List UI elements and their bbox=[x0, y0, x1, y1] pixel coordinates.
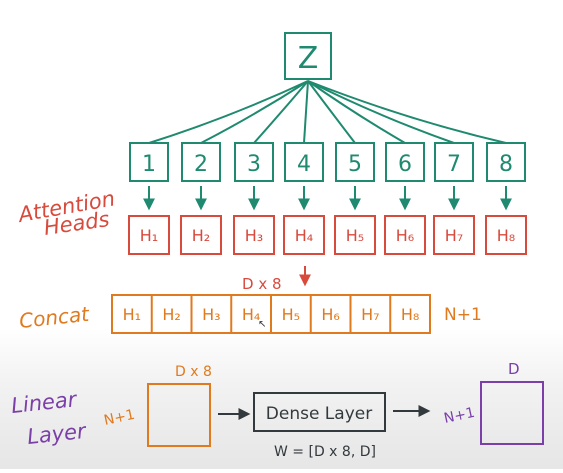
concat-shape-label: D x 8 bbox=[242, 275, 282, 293]
head-box-4 bbox=[284, 142, 324, 182]
head-box-6 bbox=[385, 142, 425, 182]
head-output-box-6 bbox=[384, 215, 426, 255]
head-box-8 bbox=[486, 142, 526, 182]
concat-cell-3: H₃ bbox=[202, 305, 220, 324]
attention-heads-label: Attention Heads bbox=[15, 186, 117, 240]
linear-input-matrix: D x 8 N+1 bbox=[103, 364, 212, 447]
connector-line bbox=[307, 80, 507, 144]
connector-line bbox=[148, 80, 309, 144]
head-label-2: 2 bbox=[194, 152, 208, 177]
dense-layer-box: Dense Layer W = [D x 8, D] bbox=[253, 392, 386, 460]
concat-cell-8: H₈ bbox=[401, 305, 419, 324]
linear-input-side-label: N+1 bbox=[103, 407, 137, 429]
head-label-4: 4 bbox=[297, 152, 311, 177]
head-output-label-3: H₃ bbox=[245, 226, 263, 245]
head-output-label-6: H₆ bbox=[396, 226, 414, 245]
connector-line bbox=[307, 80, 455, 144]
root-node: Z bbox=[284, 32, 332, 80]
linear-layer-label-line2: Layer bbox=[26, 419, 88, 449]
linear-layer-label: Linear Layer bbox=[10, 387, 88, 449]
root-to-head-connectors bbox=[148, 80, 507, 144]
head-label-7: 7 bbox=[447, 152, 461, 177]
head-output-label-1: H₁ bbox=[140, 226, 158, 245]
head-label-1: 1 bbox=[142, 152, 156, 177]
head-box-7 bbox=[434, 142, 474, 182]
dense-layer-label: Dense Layer bbox=[266, 404, 372, 424]
head-output-box-3 bbox=[233, 215, 275, 255]
head-output-label-5: H₅ bbox=[346, 226, 364, 245]
connector-line bbox=[303, 80, 309, 144]
concat-label: Concat bbox=[18, 302, 91, 333]
head-output-label-7: H₇ bbox=[445, 226, 463, 245]
connector-line bbox=[253, 80, 309, 144]
head-label-6: 6 bbox=[398, 152, 412, 177]
concat-cell-6: H₆ bbox=[321, 305, 339, 324]
concat-cell-5: H₅ bbox=[282, 305, 300, 324]
concat-row: H₁ H₂ H₃ H₄ H₅ H₆ H₇ H₈ bbox=[111, 294, 431, 334]
head-output-boxes: H₁ H₂ H₃ H₄ H₅ H₆ H₇ H₈ bbox=[128, 215, 527, 255]
head-output-box-8 bbox=[485, 215, 527, 255]
head-box-2 bbox=[181, 142, 221, 182]
concat-cell-2: H₂ bbox=[162, 305, 180, 324]
head-label-3: 3 bbox=[247, 152, 261, 177]
connector-line bbox=[200, 80, 309, 144]
head-output-box-5 bbox=[334, 215, 376, 255]
root-label: Z bbox=[298, 41, 319, 76]
concat-side-label: N+1 bbox=[444, 305, 482, 325]
connector-line bbox=[307, 80, 406, 144]
head-output-arrows bbox=[143, 186, 512, 211]
linear-output-side-label: N+1 bbox=[443, 405, 477, 427]
head-output-box-7 bbox=[433, 215, 475, 255]
head-output-label-2: H₂ bbox=[192, 226, 210, 245]
concat-cell-1: H₁ bbox=[123, 305, 141, 324]
head-label-5: 5 bbox=[348, 152, 362, 177]
head-box-3 bbox=[234, 142, 274, 182]
head-output-box-4 bbox=[283, 215, 325, 255]
concat-shape-annotation: D x 8 bbox=[242, 266, 311, 293]
concat-cell-4: H₄ bbox=[242, 305, 260, 324]
weight-shape-label: W = [D x 8, D] bbox=[274, 444, 376, 460]
head-output-label-8: H₈ bbox=[497, 226, 515, 245]
head-box-1 bbox=[129, 142, 169, 182]
head-box-5 bbox=[335, 142, 375, 182]
linear-output-matrix: D N+1 bbox=[443, 360, 544, 445]
attention-head-boxes: 1 2 3 4 5 6 7 8 bbox=[129, 142, 526, 182]
linear-layer-label-line1: Linear bbox=[10, 387, 79, 418]
linear-input-top-label: D x 8 bbox=[175, 364, 212, 380]
concat-cell-7: H₇ bbox=[361, 305, 379, 324]
head-label-8: 8 bbox=[499, 152, 513, 177]
mouse-cursor-icon: ↖ bbox=[258, 319, 266, 330]
connector-line bbox=[307, 80, 356, 144]
head-output-box-1 bbox=[128, 215, 170, 255]
head-output-box-2 bbox=[180, 215, 222, 255]
head-output-label-4: H₄ bbox=[295, 226, 313, 245]
linear-output-top-label: D bbox=[508, 360, 520, 378]
